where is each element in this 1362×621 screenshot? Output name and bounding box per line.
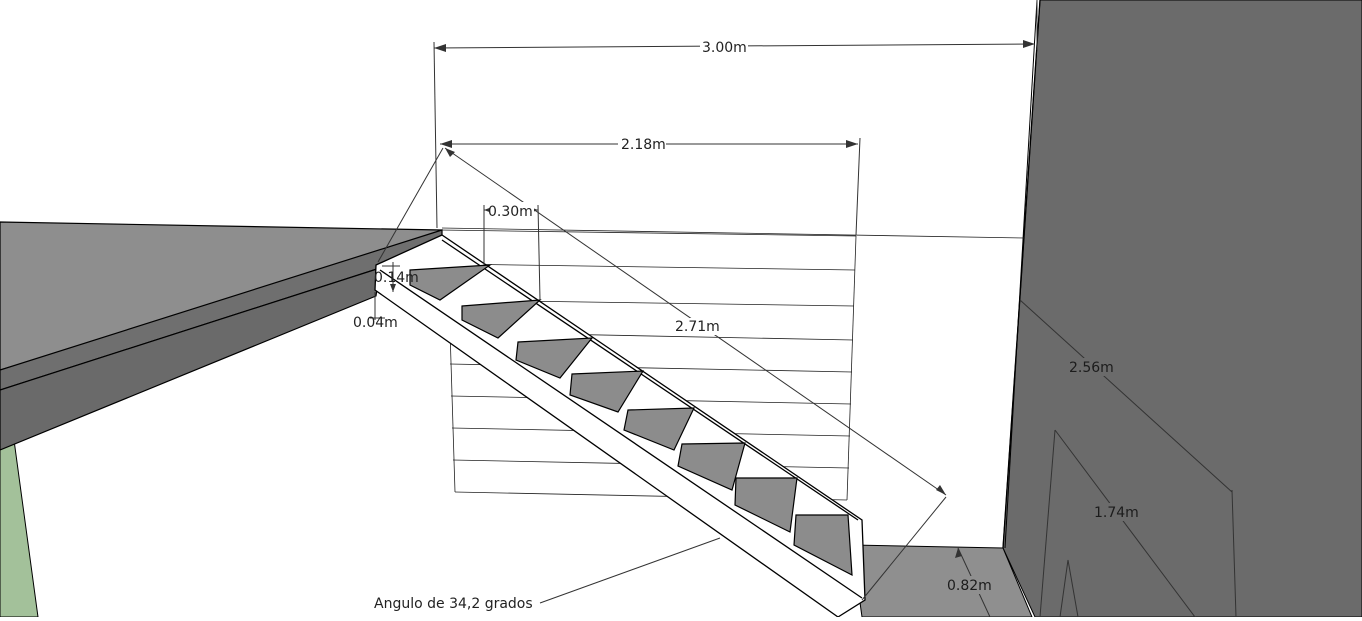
label-riser-height: 0.14m <box>374 270 419 286</box>
label-offset: 0.04m <box>353 315 398 331</box>
label-tread-depth: 0.30m <box>488 204 533 220</box>
label-lower-height: 1.74m <box>1094 505 1139 521</box>
label-floor-height: 0.82m <box>947 578 992 594</box>
back-wall-edge <box>1004 0 1038 549</box>
label-total-width: 3.00m <box>702 40 747 56</box>
angle-annotation: Angulo de 34,2 grados <box>374 596 533 612</box>
upper-slab-beam <box>0 267 381 451</box>
lower-floor <box>851 544 1033 618</box>
right-wall <box>1002 0 1362 618</box>
green-post <box>0 439 39 618</box>
label-run-length: 2.18m <box>621 137 666 153</box>
label-diagonal: 2.71m <box>675 319 720 335</box>
stair-treads <box>409 264 853 577</box>
label-wall-height: 2.56m <box>1069 360 1114 376</box>
